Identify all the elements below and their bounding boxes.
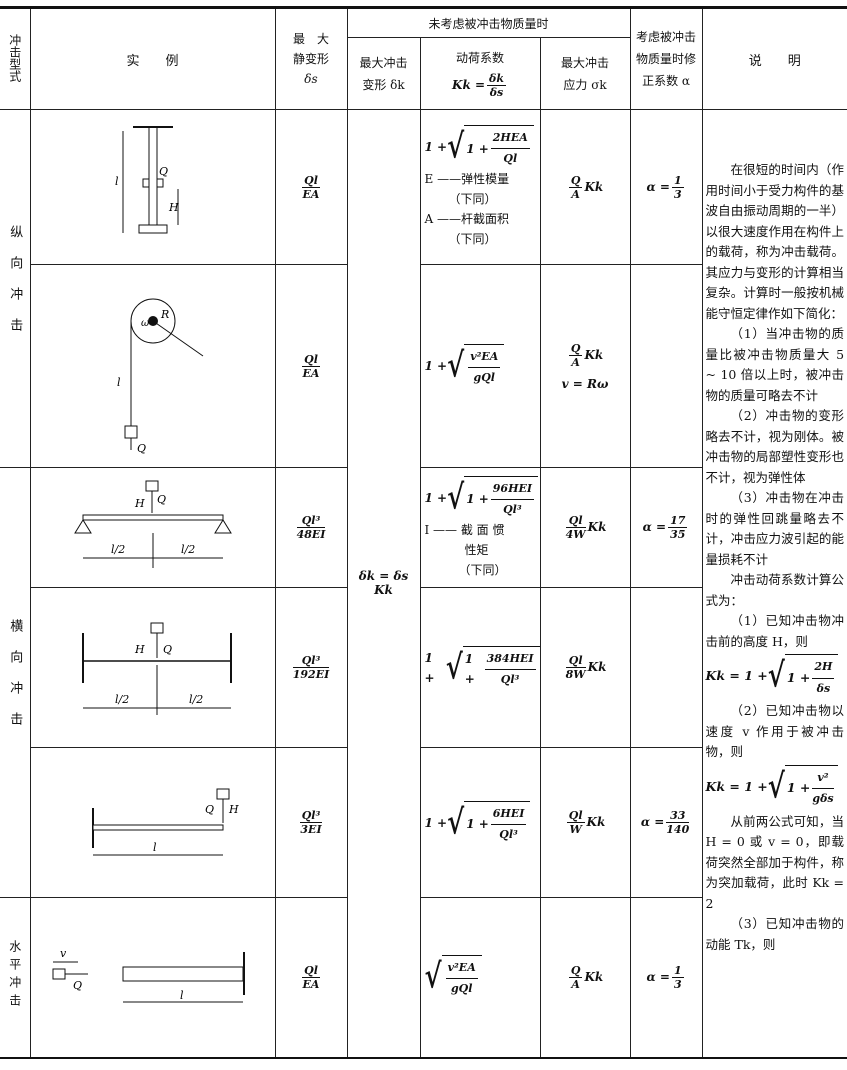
svg-text:R: R [160,308,169,321]
svg-text:Q: Q [163,643,172,656]
header-notes: 说 明 [701,7,847,110]
svg-text:v: v [60,947,67,960]
alpha [629,264,703,468]
header-type: 冲击型式 [0,7,31,110]
type-transverse: 横向冲击 [0,467,31,898]
alpha [629,587,703,748]
horizontal-impact-diagram: vQl [52,947,245,1003]
fixed-beam-diagram: H Ql/2 l/2 [81,622,232,715]
svg-text:Q: Q [159,165,168,178]
header-example: 实 例 [29,7,276,110]
svg-text:Q: Q [205,803,214,816]
svg-text:l: l [117,376,121,389]
header-stress: 最大冲击应力 σk [539,37,631,110]
svg-text:ω: ω [141,318,149,329]
diagram-axial-drop: l Q H [29,109,276,265]
header-max-def: 最大冲击变形 δk [347,37,421,110]
type-horizontal: 水平冲击 [0,897,31,1058]
svg-text:H: H [134,497,145,510]
svg-text:l/2: l/2 [111,543,125,556]
svg-text:H: H [134,643,145,656]
svg-text:H: H [228,803,239,816]
cantilever-diagram: Q Hl [91,788,239,855]
svg-text:l/2: l/2 [115,693,129,706]
svg-text:Q: Q [137,442,146,455]
max-deflection-shared: δk = δs Kk [346,109,421,1058]
type-longitudinal: 纵向冲击 [0,109,31,468]
svg-text:Q: Q [157,493,166,506]
notes-cell: 在很短的时间内（作用时间小于受力构件的基波自由振动周期的一半）以很大速度作用在构… [701,109,847,1058]
header-alpha: 考虑被冲击物质量时修正系数 α [629,7,703,110]
svg-text:Q: Q [73,979,82,992]
svg-text:l/2: l/2 [181,543,195,556]
svg-text:l: l [115,175,119,188]
svg-text:l/2: l/2 [189,693,203,706]
header-group: 未考虑被冲击物质量时 [346,7,631,38]
svg-text:l: l [153,841,157,854]
svg-text:H: H [168,201,179,214]
axial-bar-diagram: l Q H [115,126,179,234]
svg-text:l: l [180,989,184,1002]
